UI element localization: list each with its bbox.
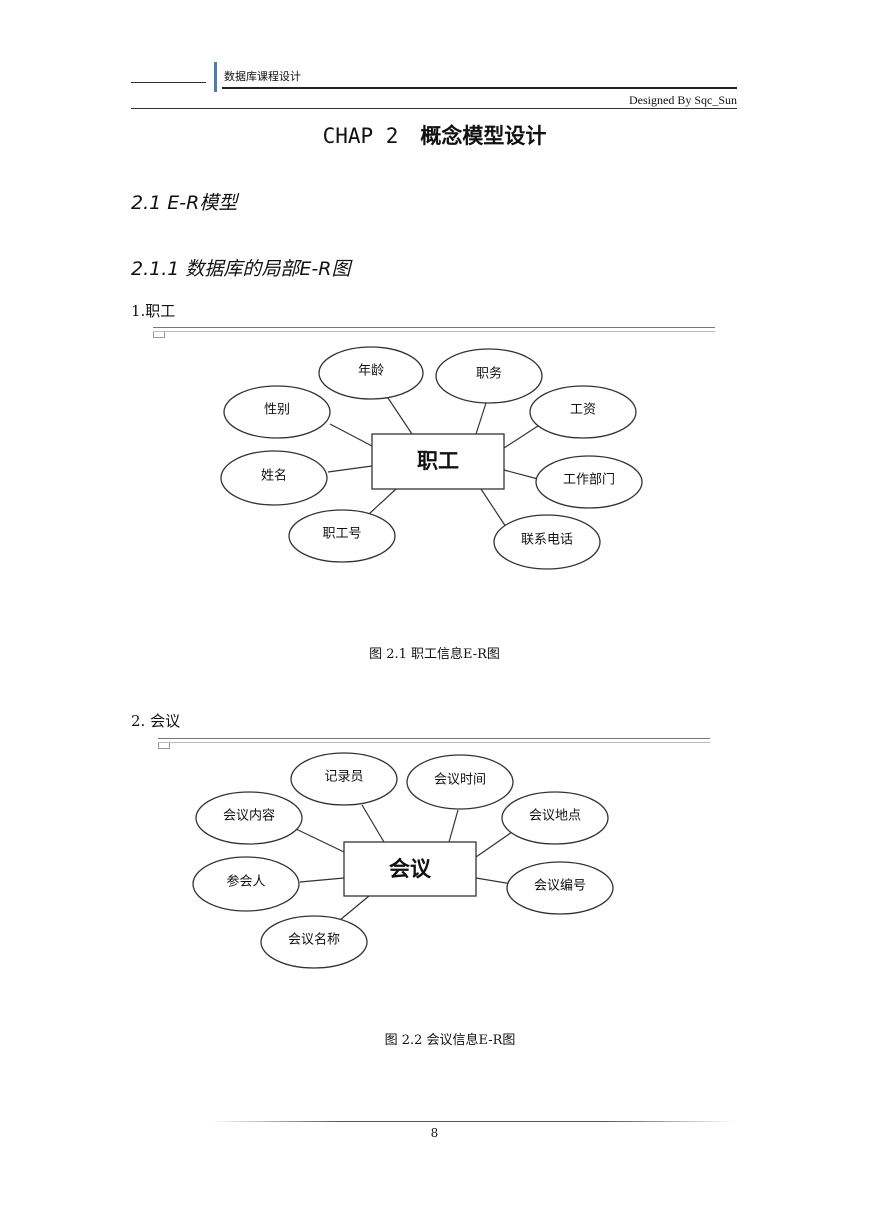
fig1-connector-name [327, 465, 373, 473]
fig1-attr-phone: 联系电话 [521, 533, 573, 548]
header-rule [222, 87, 737, 89]
fig1-connector-dept [503, 469, 539, 480]
fig1-attr-id: 职工号 [322, 527, 361, 542]
subsection-heading: 2.1.1 数据库的局部E-R图 [131, 258, 351, 280]
fig1-attr-age-ellipse [318, 346, 424, 400]
header-course-title: 数据库课程设计 [224, 70, 301, 83]
fig2-connector-content [295, 828, 345, 853]
chapter-title: CHAP 2 概念模型设计 [0, 120, 869, 150]
fig1-attr-id-ellipse [288, 509, 396, 563]
fig2-attr-meetingname-ellipse [260, 915, 368, 969]
fig1-connector-id [368, 488, 397, 515]
fig1-attr-dept: 工作部门 [563, 473, 615, 488]
fig1-attr-age: 年龄 [358, 364, 384, 379]
fig1-attr-name-ellipse [220, 450, 328, 506]
figure-1-item-label: 1.职工 [131, 302, 176, 320]
chapter-code: CHAP 2 [322, 124, 399, 148]
fig2-connector-time [448, 809, 459, 843]
fig1-attr-salary: 工资 [570, 403, 596, 418]
fig1-attr-salary-ellipse [529, 385, 637, 439]
section-heading: 2.1 E-R模型 [131, 192, 238, 214]
fig1-entity-box [371, 433, 505, 490]
fig1-attr-duty: 职务 [476, 366, 502, 382]
figure-1-anchor-icon [153, 332, 165, 338]
footer-rule [210, 1121, 735, 1122]
fig2-attr-number: 会议编号 [534, 879, 586, 894]
fig2-attr-time: 会议时间 [434, 773, 486, 788]
fig2-connector-recorder [361, 804, 385, 843]
fig1-attr-dept-ellipse [535, 455, 643, 509]
page-number: 8 [430, 1126, 439, 1140]
figure-2-top-rule [158, 738, 710, 743]
figure-1-top-rule [153, 327, 715, 332]
fig2-connector-participant [299, 877, 345, 883]
fig2-attr-place-ellipse [501, 791, 609, 845]
fig2-attr-content: 会议内容 [223, 808, 275, 824]
fig1-connector-age [387, 397, 413, 435]
fig1-connector-gender [329, 423, 373, 447]
chapter-name: 概念模型设计 [420, 123, 547, 148]
fig1-attr-gender: 性别 [264, 403, 290, 418]
fig2-attr-number-ellipse [506, 861, 614, 915]
fig1-connector-duty [475, 402, 487, 435]
fig2-connector-meetingname [339, 895, 370, 921]
fig2-entity-label: 会议 [389, 857, 432, 881]
fig2-attr-time-ellipse [406, 754, 514, 810]
figure-1-caption: 图 2.1 职工信息E-R图 [369, 647, 500, 662]
fig1-connector-phone [480, 488, 507, 528]
fig2-connector-number [475, 877, 513, 885]
fig1-connector-salary [503, 423, 542, 449]
figure-2-caption: 图 2.2 会议信息E-R图 [384, 1033, 516, 1048]
header-author: Designed By Sqc_Sun [629, 93, 737, 107]
fig2-attr-recorder-ellipse [290, 752, 398, 806]
fig1-attr-phone-ellipse [493, 514, 601, 570]
fig1-attr-duty-ellipse [435, 348, 543, 404]
fig2-attr-recorder: 记录员 [324, 770, 363, 785]
figure-2-anchor-icon [158, 743, 170, 749]
fig2-attr-content-ellipse [195, 791, 303, 845]
fig1-attr-name: 姓名 [261, 468, 287, 484]
fig2-attr-participant: 参会人 [226, 874, 265, 890]
header-bottom-rule [131, 108, 737, 109]
fig2-attr-participant-ellipse [192, 856, 300, 912]
fig2-entity-box [343, 841, 477, 897]
figure-2-item-label: 2. 会议 [131, 712, 181, 730]
fig1-entity-label: 职工 [417, 449, 459, 473]
fig2-attr-meetingname: 会议名称 [288, 932, 340, 948]
header-accent-bar [214, 62, 217, 92]
fig1-attr-gender-ellipse [223, 385, 331, 439]
fig2-attr-place: 会议地点 [529, 809, 581, 824]
fig2-connector-place [475, 831, 513, 858]
header-left-line [131, 82, 206, 83]
